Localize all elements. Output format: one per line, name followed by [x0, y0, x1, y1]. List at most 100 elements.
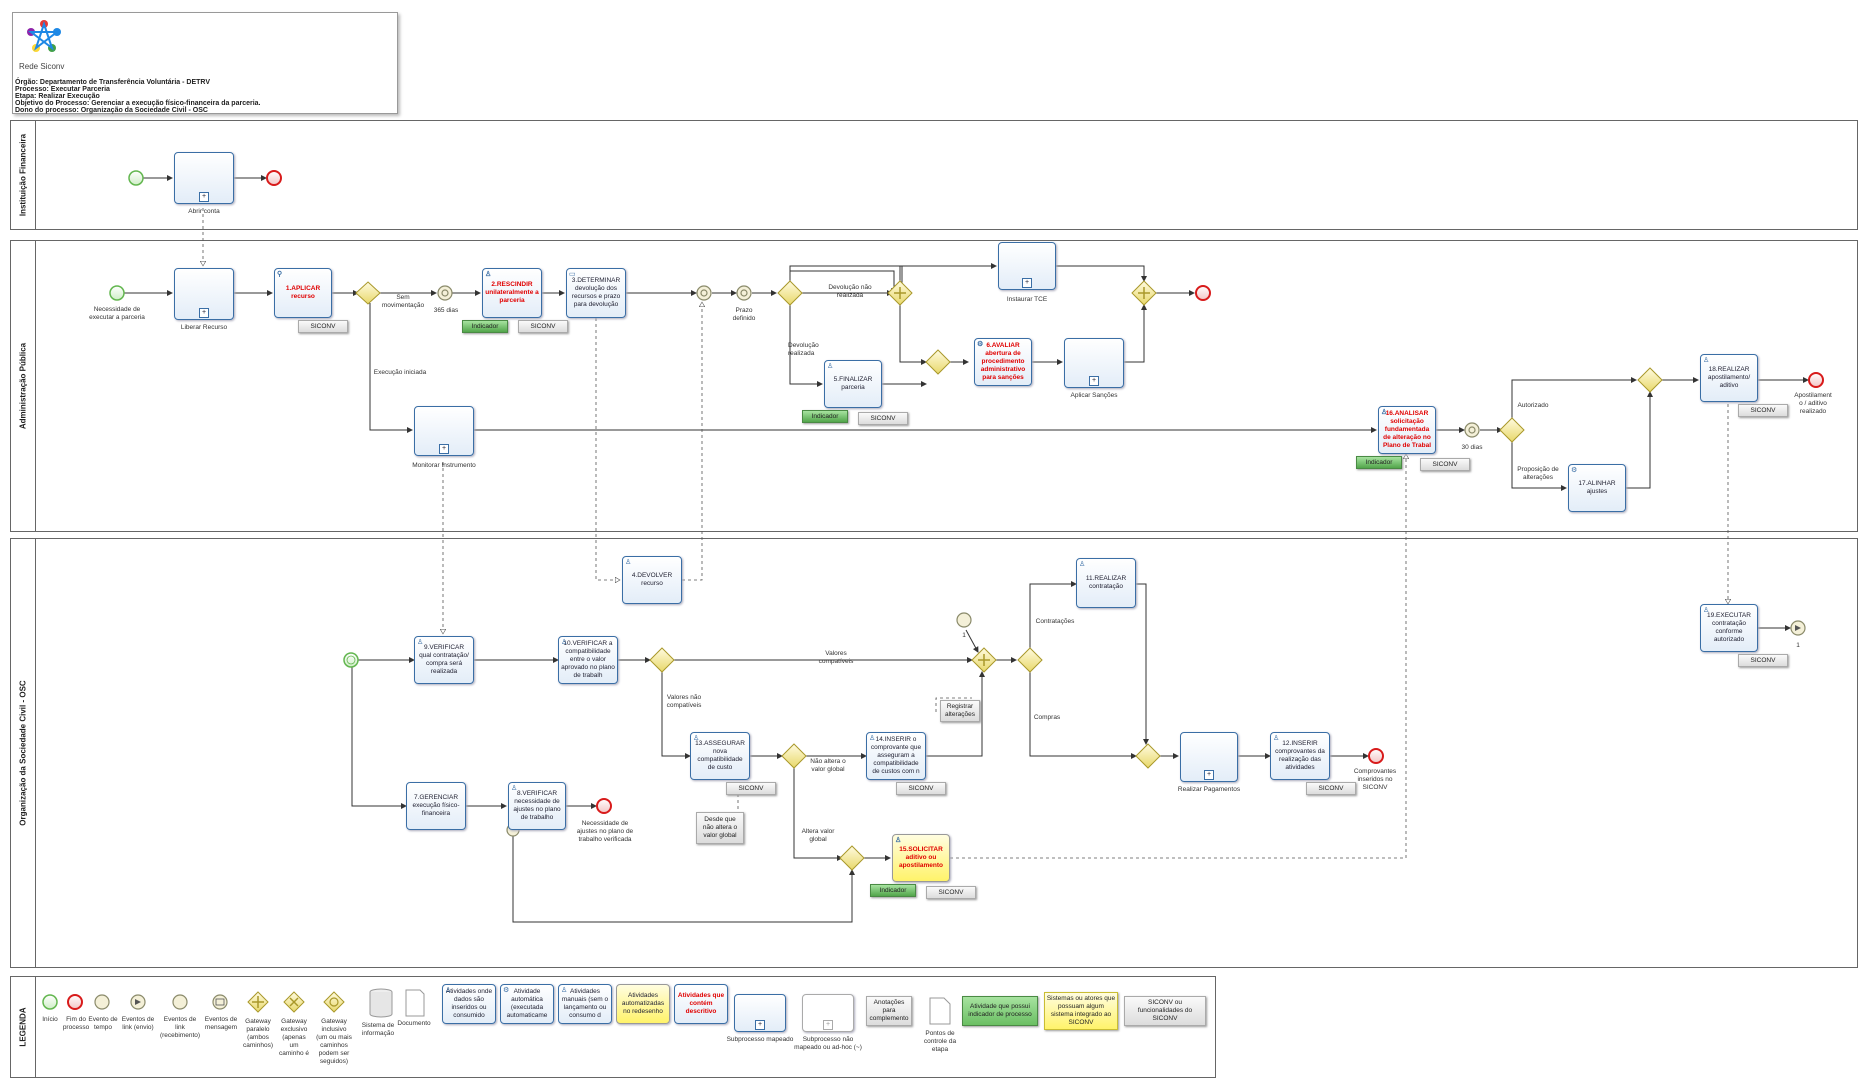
label-devolucao-nao: Devolução não realizada — [828, 284, 872, 299]
task-inserir-comprovantes[interactable]: ♙12.INSERIR comprovantes da realização d… — [1270, 732, 1330, 780]
legend-mensagem: Eventos de mensagem — [204, 1016, 238, 1031]
task-gerenciar-execucao[interactable]: 7.GERENCIAR execução físico-financeira — [406, 782, 466, 830]
task-realizar-apostilamento[interactable]: ♙18.REALIZAR apostilamento/ aditivo — [1700, 354, 1758, 402]
task-determinar-devolucao[interactable]: ▭3.DETERMINAR devolução dos recursos e p… — [566, 268, 626, 318]
legend-atividade-descritivo: Atividades que contém descritivo — [674, 984, 728, 1024]
siconv-tag: SICONV — [1420, 458, 1470, 471]
link-icon: ⚲ — [277, 271, 283, 278]
computer-icon: ▭ — [569, 271, 576, 278]
user-icon: ♙ — [1381, 409, 1388, 416]
header-objetivo: Objetivo do Processo: Gerenciar a execuç… — [15, 100, 261, 107]
label-link-1: 1 — [1796, 642, 1800, 649]
automatic-icon: ⚙ — [977, 341, 984, 348]
legend-pontos-controle: Pontos de controle da etapa — [923, 1030, 957, 1053]
siconv-tag: SICONV — [926, 886, 976, 899]
user-icon: ♙ — [693, 735, 700, 742]
task-inserir-comprovante-compatibilidade[interactable]: ♙14.INSERIR o comprovante que asseguram … — [866, 732, 926, 780]
legend-sistema: Sistema de informação — [361, 1022, 395, 1037]
siconv-tag: SICONV — [1738, 404, 1788, 417]
user-icon: ♙ — [625, 559, 632, 566]
header-processo: Processo: Executar Parceria — [15, 86, 110, 93]
indicator-tag: Indicador — [1356, 456, 1402, 469]
label-nao-altera: Não altera o valor global — [810, 758, 846, 773]
annotation-registrar: Registrar alterações — [940, 700, 980, 722]
brand-name: Rede Siconv — [19, 62, 65, 71]
siconv-tag: SICONV — [518, 320, 568, 333]
gateway-parallel — [887, 280, 1157, 673]
subprocess-plus-icon: + — [199, 308, 209, 318]
user-icon: ♙ — [1079, 561, 1086, 568]
legend-link-envio: Eventos de link (envio) — [121, 1016, 155, 1031]
header-etapa: Etapa: Realizar Execução — [15, 93, 100, 100]
task-avaliar-sancoes[interactable]: ⚙6.AVALIAR abertura de procedimento admi… — [974, 338, 1032, 386]
siconv-tag: SICONV — [1738, 654, 1788, 667]
siconv-tag: SICONV — [858, 412, 908, 425]
label-necessidade-ajustes: Necessidade de ajustes no plano de traba… — [576, 820, 634, 843]
task-verificar-compatibilidade[interactable]: ♙10.VERIFICAR a compatibilidade entre o … — [558, 636, 618, 684]
task-executar-contratacao[interactable]: ♙19.EXECUTAR contratação conforme autori… — [1700, 604, 1758, 652]
task-rescindir-parceria[interactable]: ♙2.RESCINDIR unilateralmente a parceria — [482, 268, 542, 318]
label-devolucao-realizada: Devolução realizada — [788, 342, 819, 357]
task-analisar-solicitacao[interactable]: ♙16.ANALISAR solicitação fundamentada de… — [1378, 406, 1436, 454]
label-apostilamento-realizado: Apostilament o / aditivo realizado — [1794, 392, 1832, 415]
siconv-tag: SICONV — [896, 782, 946, 795]
task-alinhar-ajustes[interactable]: ⚙17.ALINHAR ajustes — [1568, 464, 1626, 512]
subprocess-abrir-conta[interactable]: + — [174, 152, 234, 204]
legend-siconv: SICONV ou funcionalidades do SICONV — [1124, 996, 1206, 1026]
task-solicitar-aditivo[interactable]: ♙15.SOLICITAR aditivo ou apostilamento — [892, 834, 950, 882]
subprocess-monitorar-instrumento[interactable]: + — [414, 406, 474, 456]
label-altera: Altera valor global — [801, 828, 835, 843]
label-liberar-recurso: Liberar Recurso — [180, 324, 228, 331]
task-verificar-ajustes[interactable]: ♙8.VERIFICAR necessidade de ajustes no p… — [508, 782, 566, 830]
legend-label: LEGENDA — [18, 1007, 28, 1047]
legend-fim: Fim do processo — [62, 1016, 90, 1031]
label-sem-movimentacao: Sem movimentação — [381, 294, 425, 309]
subprocess-liberar-recurso[interactable]: + — [174, 268, 234, 320]
automatic-icon: ⚙ — [1571, 467, 1578, 474]
user-icon: ♙ — [895, 837, 902, 844]
user-icon: ♙ — [511, 785, 518, 792]
legend-indicador: Atividade que possui indicador de proces… — [962, 996, 1038, 1026]
subprocess-instaurar-tce[interactable]: + — [998, 242, 1056, 290]
label-valores-nao: Valores não compatíveis — [666, 694, 702, 709]
legend-gateway-paralelo: Gateway paralelo (ambos caminhos) — [243, 1018, 273, 1049]
siconv-tag: SICONV — [298, 320, 348, 333]
task-finalizar-parceria[interactable]: ♙5.FINALIZAR parceria — [824, 360, 882, 408]
task-devolver-recurso[interactable]: ♙4.DEVOLVER recurso — [622, 556, 682, 604]
header-orgao: Órgão: Departamento de Transferência Vol… — [15, 79, 211, 86]
subprocess-realizar-pagamentos[interactable]: + — [1180, 732, 1238, 782]
label-valores-compativeis: Valores compatíveis — [818, 650, 854, 665]
legend-atividade-automatica: ⚙Atividade automática (executada automat… — [500, 984, 554, 1024]
legend-sistemas: Sistemas ou atores que possuam algum sis… — [1044, 992, 1118, 1030]
task-assegurar-compatibilidade[interactable]: ♙13.ASSEGURAR nova compatibilidade de cu… — [690, 732, 750, 780]
end-event — [266, 170, 1824, 814]
label-30-dias: 30 dias — [1461, 444, 1483, 451]
legend-gateway-exclusivo: Gateway exclusivo (apenas um caminho é s… — [279, 1018, 309, 1057]
start-event — [109, 170, 359, 668]
label-abrir-conta: Abrir conta — [188, 208, 220, 215]
task-realizar-contratacao[interactable]: ♙11.REALIZAR contratação — [1076, 558, 1136, 608]
process-header: Rede Siconv Órgão: Departamento de Trans… — [12, 12, 398, 114]
legend: LEGENDA — [10, 976, 1216, 1078]
indicator-tag: Indicador — [462, 320, 508, 333]
user-icon: ♙ — [1273, 735, 1280, 742]
task-aplicar-recurso[interactable]: ⚲1.APLICAR recurso — [274, 268, 332, 318]
user-icon: ♙ — [1703, 357, 1710, 364]
task-verificar-contratacao[interactable]: ♙9.VERIFICAR qual contratação/ compra se… — [414, 636, 474, 684]
label-365-dias: 365 dias — [433, 307, 459, 314]
user-icon: ♙ — [1703, 607, 1710, 614]
subprocess-plus-icon: + — [1089, 376, 1099, 386]
legend-inicio: Início — [42, 1016, 58, 1023]
link-event-icon — [956, 612, 1806, 636]
subprocess-plus-icon: + — [439, 444, 449, 454]
subprocess-plus-icon: + — [1022, 278, 1032, 288]
label-monitorar-instrumento: Monitorar Instrumento — [412, 462, 476, 469]
label-proposicao: Proposição de alterações — [1517, 466, 1559, 481]
subprocess-aplicar-sancoes[interactable]: + — [1064, 338, 1124, 388]
legend-anotacoes: Anotações para complemento — [866, 996, 912, 1026]
legend-atividade-insere: ♙Atividades onde dados são inseridos ou … — [442, 984, 496, 1024]
label-execucao-iniciada: Execução iniciada — [373, 369, 427, 376]
label-autorizado: Autorizado — [1517, 402, 1549, 409]
user-icon: ♙ — [417, 639, 424, 646]
